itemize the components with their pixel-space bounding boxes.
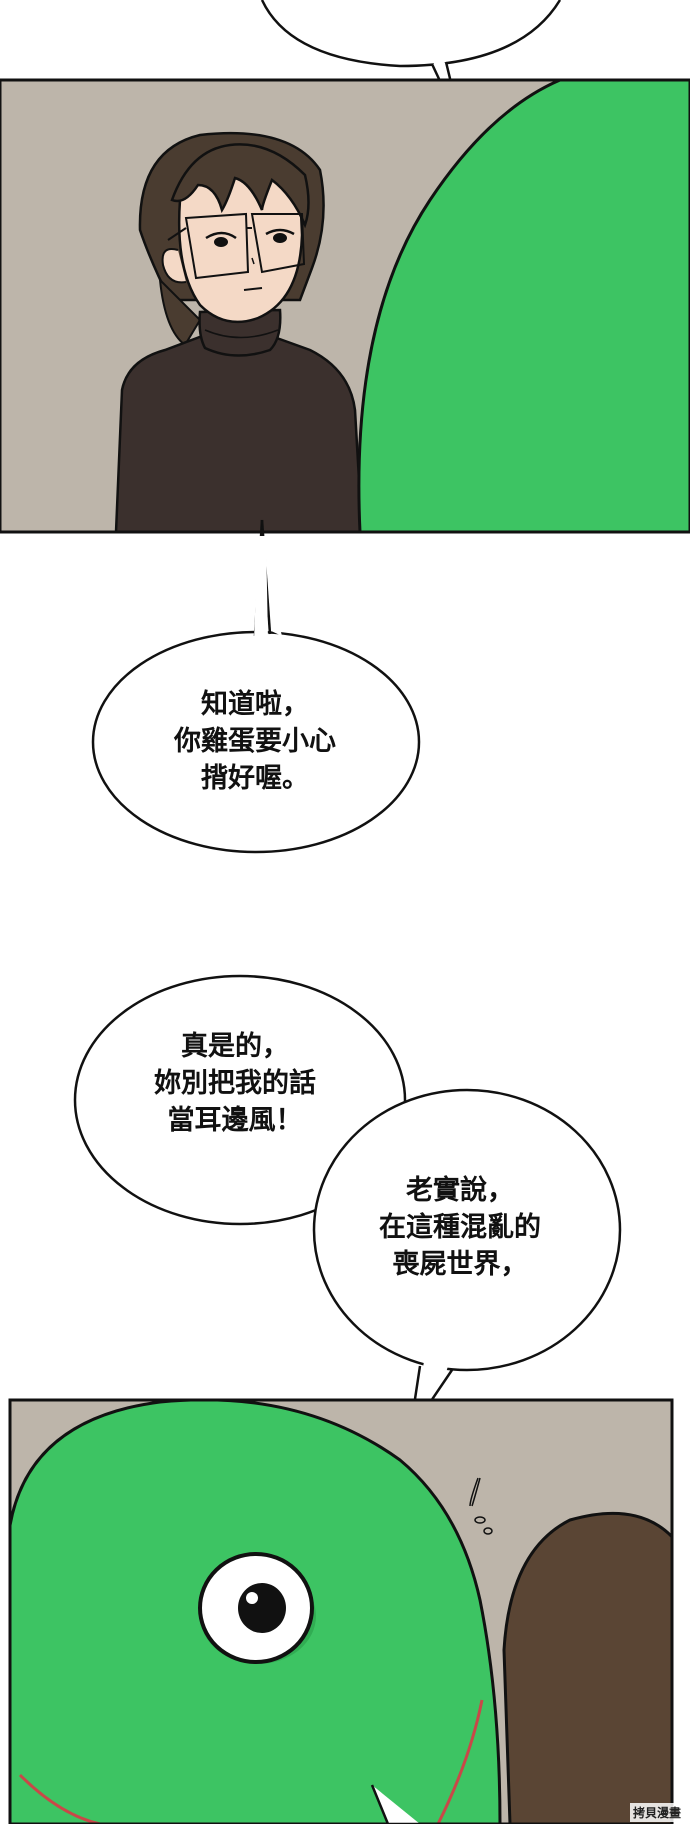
speech-bubble-1 xyxy=(91,519,421,854)
bubble-2-line-2: 妳別把我的話 xyxy=(154,1068,316,1099)
bubble-3-line-1: 老實說， xyxy=(406,1175,514,1206)
speech-bubble-3 xyxy=(312,1088,622,1434)
bubble-1-line-1: 知道啦， xyxy=(201,689,309,720)
speech-bubble-bottom-tail xyxy=(370,1784,420,1824)
bubble-1-text: 知道啦， 你雞蛋要小心 揹好喔。 xyxy=(150,686,360,797)
bubble-3-text: 老實說， 在這種混亂的 喪屍世界， xyxy=(340,1172,580,1283)
bubble-2-line-3: 當耳邊風！ xyxy=(167,1105,303,1136)
bubble-1-line-3: 揹好喔。 xyxy=(201,763,309,794)
woman-hair-back xyxy=(502,1511,672,1824)
red-strap xyxy=(18,1773,101,1824)
panel-1 xyxy=(0,78,690,534)
speech-bubble-2 xyxy=(73,974,407,1226)
monster-eye xyxy=(198,1552,316,1664)
bubble-1-line-2: 你雞蛋要小心 xyxy=(174,726,336,757)
bubble-2-text: 真是的， 妳別把我的話 當耳邊風！ xyxy=(120,1028,350,1139)
watermark-text: 拷貝漫畫 xyxy=(629,1803,684,1822)
green-monster-body xyxy=(357,80,690,532)
bubble-2-line-1: 真是的， xyxy=(181,1031,289,1062)
woman-with-glasses xyxy=(114,131,364,532)
bubble-3-line-3: 喪屍世界， xyxy=(392,1249,528,1280)
bubble-3-line-2: 在這種混亂的 xyxy=(379,1212,541,1243)
panel-2 xyxy=(8,1398,674,1824)
sweat-marks xyxy=(469,1477,493,1535)
